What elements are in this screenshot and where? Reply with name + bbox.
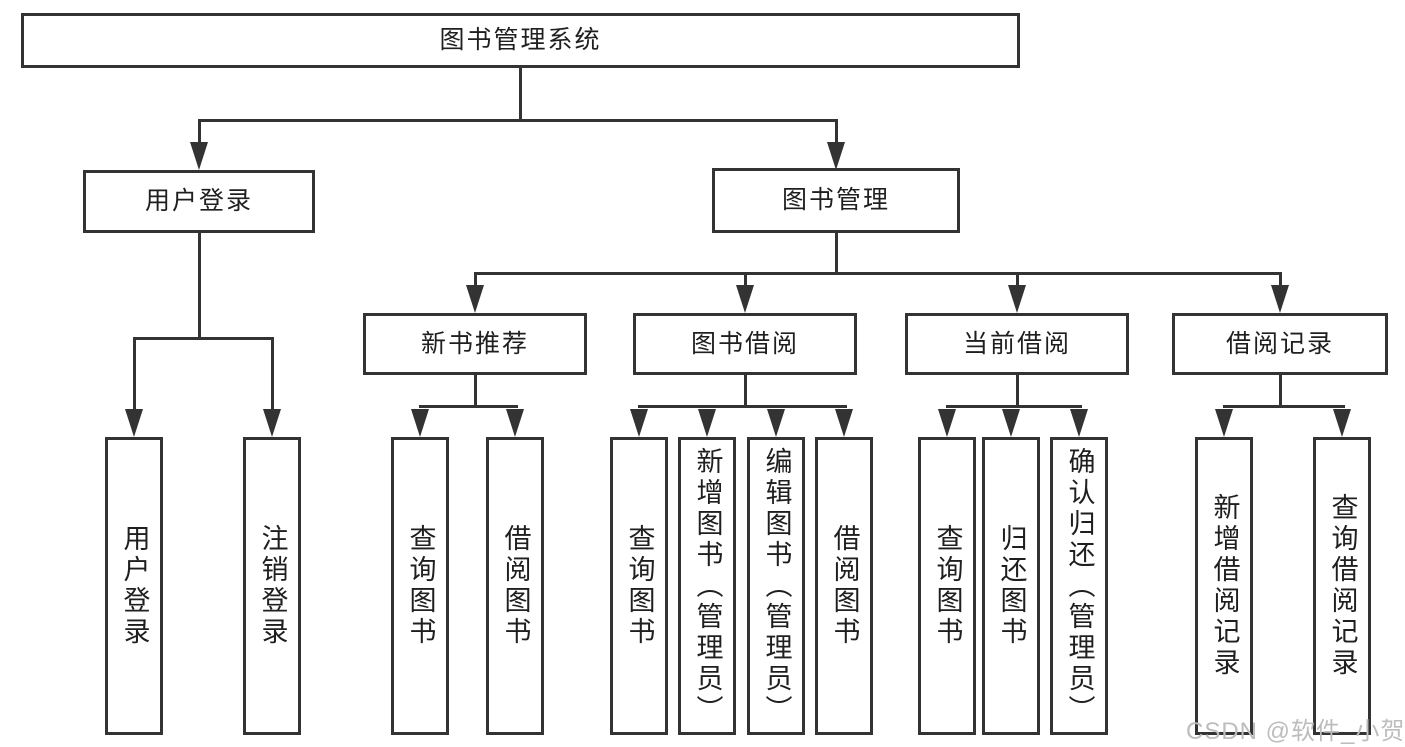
connector-line <box>1279 272 1282 290</box>
node-label: 确认归还（管理员） <box>1064 446 1095 726</box>
node-current-borrowing: 当前借阅 <box>905 313 1129 375</box>
leaf-user-login: 用户登录 <box>105 437 163 735</box>
arrowhead-icon <box>698 409 716 437</box>
arrowhead-icon <box>506 409 524 437</box>
leaf-query-borrow-record: 查询借阅记录 <box>1313 437 1371 735</box>
connector-line <box>519 68 522 121</box>
connector-line <box>474 272 477 290</box>
arrowhead-icon <box>827 142 845 170</box>
node-label: 图书管理系统 <box>439 26 602 54</box>
connector-line <box>1223 405 1345 408</box>
node-label: 图书管理 <box>781 186 890 214</box>
node-label: 编辑图书（管理员） <box>761 446 792 726</box>
leaf-logout: 注销登录 <box>243 437 301 735</box>
node-label: 借阅记录 <box>1225 329 1334 358</box>
arrowhead-icon <box>736 285 754 313</box>
leaf-query-books-recommend: 查询图书 <box>391 437 449 735</box>
node-label: 当前借阅 <box>962 329 1071 358</box>
connector-line <box>133 337 136 415</box>
node-label: 新增图书（管理员） <box>692 446 723 726</box>
node-label: 借阅图书 <box>829 524 860 648</box>
node-label: 用户登录 <box>119 524 150 648</box>
arrowhead-icon <box>466 285 484 313</box>
connector-line <box>638 405 847 408</box>
leaf-borrow-books-borrowing: 借阅图书 <box>815 437 873 735</box>
leaf-borrow-books-recommend: 借阅图书 <box>486 437 544 735</box>
leaf-edit-books-admin: 编辑图书（管理员） <box>747 437 805 735</box>
arrowhead-icon <box>938 409 956 437</box>
node-user-login: 用户登录 <box>83 170 315 233</box>
leaf-query-books-borrowing: 查询图书 <box>610 437 668 735</box>
leaf-query-books-current: 查询图书 <box>918 437 976 735</box>
arrowhead-icon <box>1333 409 1351 437</box>
connector-line <box>744 375 747 407</box>
arrowhead-icon <box>1215 409 1233 437</box>
arrowhead-icon <box>1002 409 1020 437</box>
leaf-add-borrow-record: 新增借阅记录 <box>1195 437 1253 735</box>
node-new-book-recommendation: 新书推荐 <box>363 313 587 375</box>
leaf-confirm-return-admin: 确认归还（管理员） <box>1050 437 1108 735</box>
arrowhead-icon <box>125 409 143 437</box>
arrowhead-icon <box>190 142 208 170</box>
node-label: 新增借阅记录 <box>1209 493 1240 679</box>
connector-line <box>744 272 747 290</box>
node-library-management-system: 图书管理系统 <box>21 13 1020 68</box>
leaf-return-books: 归还图书 <box>982 437 1040 735</box>
arrowhead-icon <box>1070 409 1088 437</box>
watermark: CSDN @软件_小贺同学 <box>1186 718 1405 745</box>
connector-line <box>1016 272 1019 290</box>
node-label: 借阅图书 <box>500 524 531 648</box>
connector-line <box>835 233 838 275</box>
connector-line <box>198 119 838 122</box>
arrowhead-icon <box>835 409 853 437</box>
arrowhead-icon <box>767 409 785 437</box>
connector-line <box>474 375 477 407</box>
connector-line <box>835 119 838 149</box>
node-label: 查询借阅记录 <box>1327 493 1358 679</box>
node-label: 查询图书 <box>624 524 655 648</box>
node-book-borrowing: 图书借阅 <box>633 313 857 375</box>
leaf-add-books-admin: 新增图书（管理员） <box>678 437 736 735</box>
connector-line <box>198 233 201 339</box>
arrowhead-icon <box>263 409 281 437</box>
node-label: 归还图书 <box>996 524 1027 648</box>
connector-line <box>271 337 274 415</box>
node-borrowing-records: 借阅记录 <box>1172 313 1388 375</box>
arrowhead-icon <box>630 409 648 437</box>
node-book-management: 图书管理 <box>712 168 960 233</box>
node-label: 注销登录 <box>257 524 288 648</box>
connector-line <box>1016 375 1019 407</box>
connector-line <box>419 405 518 408</box>
arrowhead-icon <box>1271 285 1289 313</box>
arrowhead-icon <box>1008 285 1026 313</box>
arrowhead-icon <box>411 409 429 437</box>
node-label: 用户登录 <box>144 187 253 215</box>
connector-line <box>946 405 1082 408</box>
connector-line <box>198 119 201 149</box>
node-label: 查询图书 <box>405 524 436 648</box>
node-label: 查询图书 <box>932 524 963 648</box>
connector-line <box>133 337 274 340</box>
connector-line <box>474 272 1282 275</box>
node-label: 新书推荐 <box>420 329 529 358</box>
node-label: 图书借阅 <box>690 329 799 358</box>
connector-line <box>1279 375 1282 407</box>
